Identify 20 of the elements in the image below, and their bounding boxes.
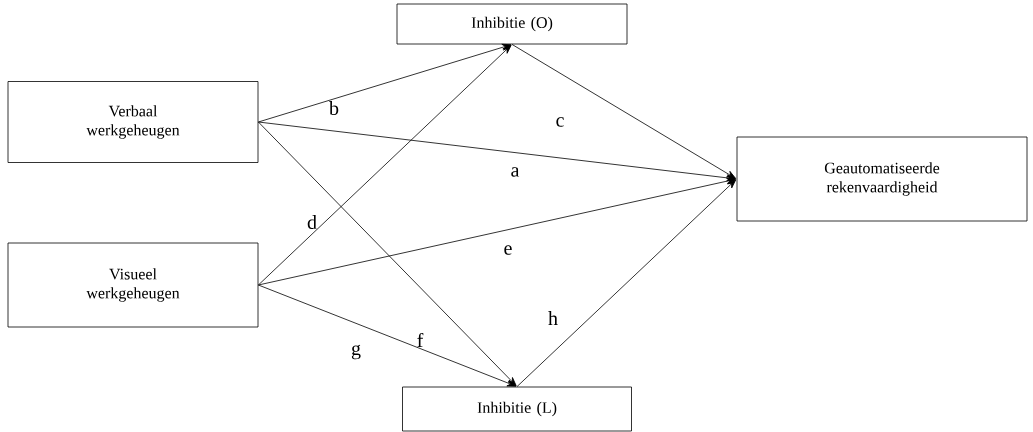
arrow (516, 179, 737, 387)
text-box: Inhibitie (L) (402, 386, 632, 432)
arrow (258, 44, 512, 286)
edge-label: c (556, 117, 564, 127)
arrow (258, 284, 517, 387)
edge-label: g (351, 344, 361, 360)
arrow (258, 121, 517, 387)
edge-label: h (548, 311, 558, 325)
edge-label: d (307, 214, 317, 230)
edge-label: b (329, 100, 339, 116)
edge-label: a (511, 167, 520, 177)
arrow (258, 43, 512, 123)
text-box: Geautomatiseerde rekenvaardigheid (736, 136, 1028, 222)
arrow (511, 44, 736, 179)
text-box: Visueel werkgeheugen (7, 242, 259, 328)
text-box: Inhibitie (O) (396, 3, 628, 45)
arrow (258, 177, 736, 286)
edge-label: f (417, 332, 424, 348)
text-box: Verbaal werkgeheugen (7, 81, 259, 163)
edge-label: e (504, 245, 512, 255)
